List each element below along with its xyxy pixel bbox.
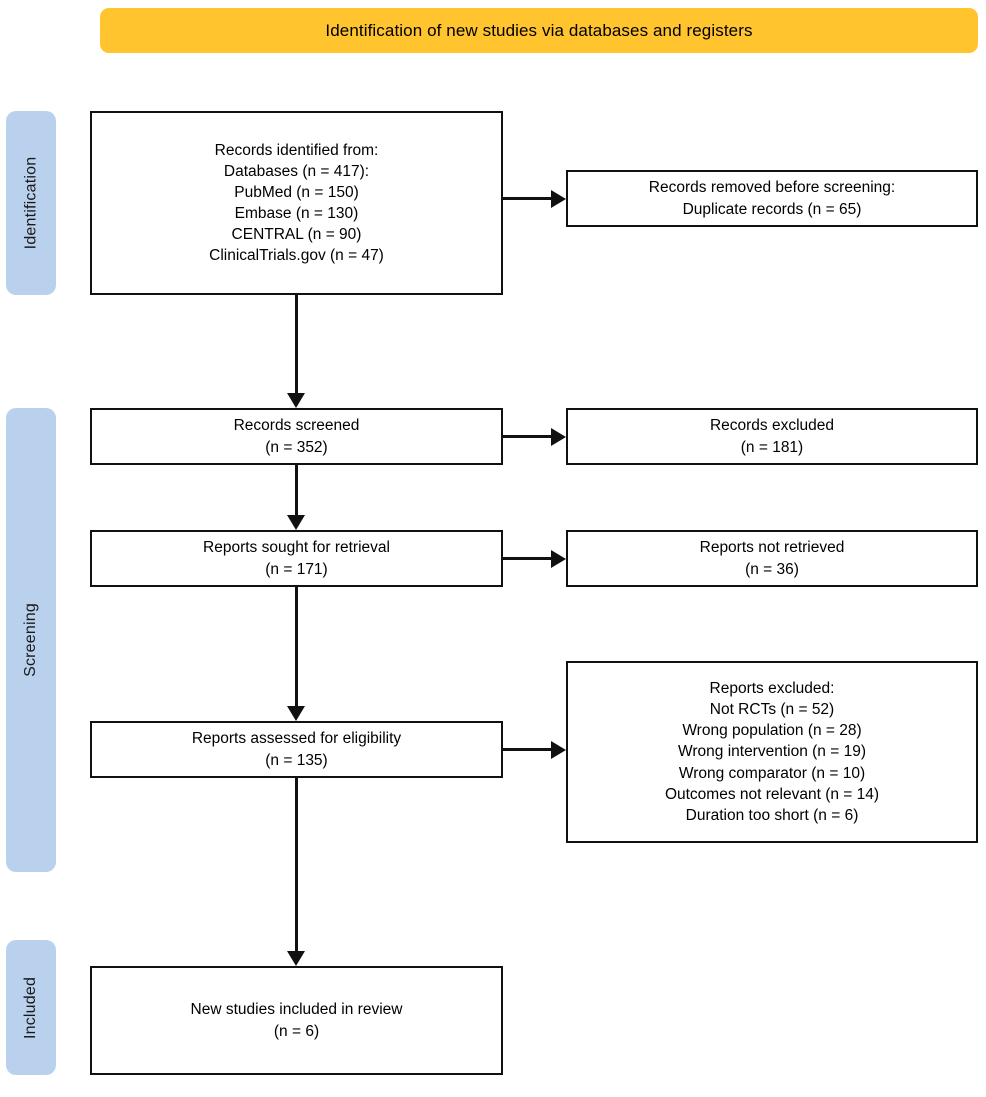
box-line: (n = 352): [265, 438, 328, 456]
box-line: New studies included in review: [190, 1001, 403, 1019]
box-line: Databases (n = 417):: [223, 162, 370, 180]
arrow-down-icon: [287, 393, 305, 408]
connector-sought-to-assessed: [294, 587, 298, 706]
phase-bar-included: Included: [6, 940, 56, 1075]
box-line: (n = 171): [265, 560, 328, 578]
box-new-studies-included-in-review: New studies included in review (n = 6): [90, 966, 503, 1075]
box-line: (n = 36): [745, 560, 799, 578]
box-line: (n = 135): [265, 751, 328, 769]
box-line: ClinicalTrials.gov (n = 47): [209, 247, 384, 265]
connector-identified-to-removed: [503, 197, 553, 200]
box-reports-assessed-for-eligibility: Reports assessed for eligibility (n = 13…: [90, 721, 503, 778]
arrow-right-icon: [551, 741, 566, 759]
connector-identified-to-screened: [294, 295, 298, 393]
box-line: Duplicate records (n = 65): [682, 200, 862, 218]
box-reports-not-retrieved: Reports not retrieved (n = 36): [566, 530, 978, 587]
box-line: Wrong intervention (n = 19): [678, 743, 866, 761]
box-line: Wrong population (n = 28): [682, 722, 862, 740]
phase-label-identification: Identification: [22, 156, 40, 250]
phase-bar-screening: Screening: [6, 408, 56, 872]
box-line: CENTRAL (n = 90): [231, 226, 362, 244]
box-line: Duration too short (n = 6): [685, 806, 859, 824]
box-line: Wrong comparator (n = 10): [678, 764, 866, 782]
box-records-identified: Records identified from: Databases (n = …: [90, 111, 503, 295]
box-line: Records screened: [233, 417, 360, 435]
box-line: Outcomes not relevant (n = 14): [664, 785, 880, 803]
connector-screened-to-records-excluded: [503, 435, 553, 438]
arrow-down-icon: [287, 515, 305, 530]
box-reports-sought-for-retrieval: Reports sought for retrieval (n = 171): [90, 530, 503, 587]
box-line: Records removed before screening:: [648, 179, 896, 197]
box-line: Records identified from:: [214, 141, 379, 159]
box-line: Not RCTs (n = 52): [709, 701, 835, 719]
arrow-right-icon: [551, 428, 566, 446]
box-line: Reports not retrieved: [699, 539, 845, 557]
box-line: PubMed (n = 150): [234, 183, 359, 201]
box-line: Embase (n = 130): [234, 205, 359, 222]
box-line: Reports assessed for eligibility: [191, 730, 402, 748]
phase-label-included: Included: [22, 976, 39, 1039]
box-line: Records excluded: [709, 417, 835, 435]
arrow-right-icon: [551, 190, 566, 208]
diagram-header-title: Identification of new studies via databa…: [325, 20, 753, 40]
diagram-header-banner: Identification of new studies via databa…: [100, 8, 978, 53]
box-records-excluded: Records excluded (n = 181): [566, 408, 978, 465]
connector-assessed-to-reports-excluded: [503, 748, 553, 751]
box-line: (n = 6): [273, 1022, 320, 1040]
phase-label-screening: Screening: [22, 603, 40, 677]
box-records-screened: Records screened (n = 352): [90, 408, 503, 465]
box-line: Reports sought for retrieval: [203, 539, 390, 557]
box-reports-excluded: Reports excluded: Not RCTs (n = 52) Wron…: [566, 661, 978, 843]
connector-assessed-to-included: [294, 778, 298, 951]
box-line: (n = 181): [740, 438, 804, 456]
arrow-right-icon: [551, 550, 566, 568]
arrow-down-icon: [287, 951, 305, 966]
connector-sought-to-not-retrieved: [503, 557, 553, 560]
box-line: Reports excluded:: [709, 680, 835, 698]
connector-screened-to-sought: [294, 465, 298, 515]
phase-bar-identification: Identification: [6, 111, 56, 295]
box-records-removed-before-screening: Records removed before screening: Duplic…: [566, 170, 978, 227]
arrow-down-icon: [287, 706, 305, 721]
